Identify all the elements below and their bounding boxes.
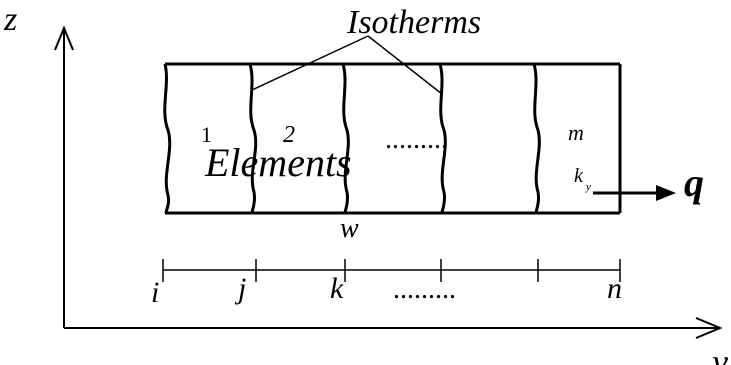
isotherm-line-3 xyxy=(341,63,350,214)
isotherm-line-1 xyxy=(163,63,172,214)
isotherm-line-4 xyxy=(438,63,447,214)
node-label-j: j xyxy=(234,272,246,305)
isotherms-pointer-left xyxy=(251,35,369,91)
y-axis-arrowhead xyxy=(695,317,723,339)
isotherm-line-2 xyxy=(248,63,258,214)
element-number-m: m xyxy=(568,120,584,145)
elements-ellipsis: ......... xyxy=(385,124,448,155)
node-label-k: k xyxy=(330,272,344,305)
isotherms-pointer-right xyxy=(367,35,443,95)
y-axis-label: y xyxy=(709,342,728,365)
width-label: w xyxy=(340,213,359,244)
isotherm-line-5 xyxy=(532,63,541,214)
conductivity-subscript: y xyxy=(585,181,591,193)
isotherms-label: Isotherms xyxy=(346,4,481,41)
z-axis-label: z xyxy=(3,1,17,38)
node-ruler xyxy=(162,259,621,282)
slab xyxy=(163,62,622,215)
node-label-i: i xyxy=(151,276,159,309)
nodes-ellipsis: ......... xyxy=(393,274,456,305)
elements-label: Elements xyxy=(204,140,352,185)
heat-flux-label: q xyxy=(684,160,704,205)
conductivity-label: k xyxy=(574,165,584,187)
element-number-2: 2 xyxy=(283,122,295,148)
heat-flux-arrowhead xyxy=(656,185,676,201)
z-axis-arrowhead xyxy=(54,25,74,51)
coordinate-axes: z y xyxy=(3,1,728,365)
element-number-1: 1 xyxy=(201,122,212,147)
node-label-n: n xyxy=(607,272,622,305)
